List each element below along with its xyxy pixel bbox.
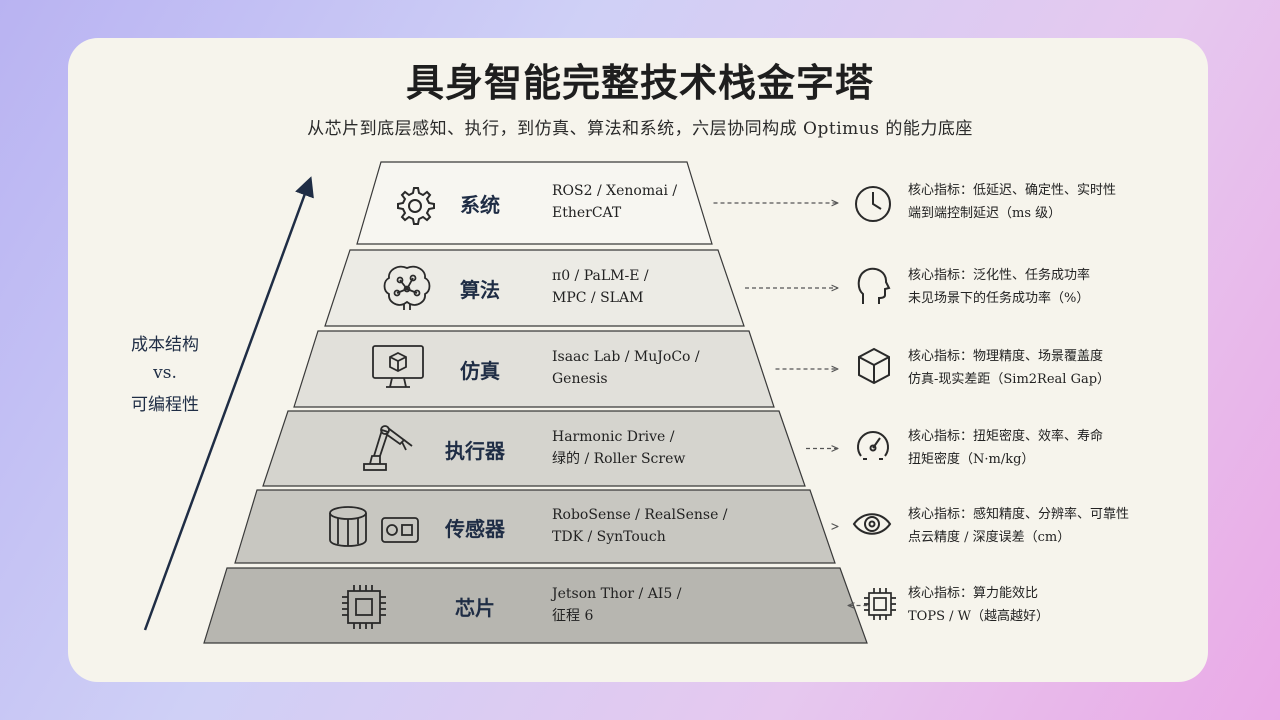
chip-icon [864, 588, 896, 620]
layer-metric-line2: 点云精度 / 深度误差（cm） [908, 529, 1071, 545]
layer-tech-line1: Harmonic Drive / [552, 428, 675, 445]
layer-tech-line1: π0 / PaLM-E / [552, 268, 649, 284]
pyramid-layer [203, 567, 868, 644]
layer-metric-line1: 核心指标：泛化性、任务成功率 [908, 268, 1091, 283]
layer-metric-line2: 未见场景下的任务成功率（%） [908, 291, 1090, 306]
layer-name: 仿真 [460, 359, 500, 383]
chip-icon [342, 585, 386, 629]
layer-tech-line1: Isaac Lab / MuJoCo / [552, 349, 700, 365]
layer-name: 执行器 [445, 438, 505, 463]
layer-metric-line1: 核心指标：物理精度、场景覆盖度 [908, 349, 1104, 364]
layer-tech-line2: MPC / SLAM [552, 290, 644, 306]
layer-tech-line2: TDK / SynTouch [552, 528, 666, 545]
layer-tech-line2: EtherCAT [552, 205, 622, 221]
layer-name: 算法 [460, 278, 500, 302]
brain-icon [383, 265, 431, 310]
layer-metric-line2: 端到端控制延迟（ms 级） [908, 206, 1062, 221]
layer-metric-line2: 扭矩密度（N·m/kg） [908, 451, 1035, 467]
robot-arm-icon [363, 425, 413, 471]
clock-icon [855, 186, 891, 222]
pyramid-layer [324, 249, 745, 327]
layer-metric-line2: 仿真-现实差距（Sim2Real Gap） [908, 372, 1111, 387]
pyramid-layer [234, 489, 836, 564]
side-label-programmability: 可编程性 [131, 395, 199, 415]
layer-metric-line1: 核心指标：扭矩密度、效率、寿命 [908, 428, 1104, 444]
layer-tech-line2: 绿的 / Roller Screw [552, 450, 686, 467]
layer-tech-line1: Jetson Thor / AI5 / [552, 585, 682, 602]
layer-metric-line2: TOPS / W（越高越好） [908, 608, 1049, 624]
page-subtitle: 从芯片到底层感知、执行，到仿真、算法和系统，六层协同构成 Optimus 的能力… [307, 119, 973, 139]
pyramid-layer [262, 410, 806, 487]
layer-name: 芯片 [455, 595, 495, 620]
pyramid-layer [293, 330, 775, 408]
cost-programmability-arrow [143, 176, 314, 631]
lidar-camera-icon [329, 506, 419, 547]
gear-icon [397, 187, 435, 225]
eye-icon [852, 513, 892, 535]
side-label-vs: vs. [153, 363, 177, 383]
layer-name: 传感器 [445, 516, 505, 541]
layer-metric-line1: 核心指标：感知精度、分辨率、可靠性 [908, 506, 1130, 522]
layer-tech-line2: 征程 6 [552, 607, 594, 624]
cube-icon [858, 347, 890, 385]
gauge-icon [857, 431, 889, 460]
page-title: 具身智能完整技术栈金字塔 [405, 60, 874, 105]
layer-metric-line1: 核心指标：低延迟、确定性、实时性 [908, 183, 1117, 198]
side-label-cost: 成本结构 [131, 335, 199, 355]
layer-tech-line1: RoboSense / RealSense / [552, 506, 728, 523]
layer-name: 系统 [460, 193, 500, 217]
human-head-icon [857, 267, 891, 304]
monitor-cube-icon [372, 345, 424, 388]
pyramid-layer [356, 161, 713, 245]
layer-metric-line1: 核心指标：算力能效比 [908, 585, 1039, 601]
layer-tech-line2: Genesis [552, 371, 608, 387]
layer-tech-line1: ROS2 / Xenomai / [552, 183, 678, 199]
